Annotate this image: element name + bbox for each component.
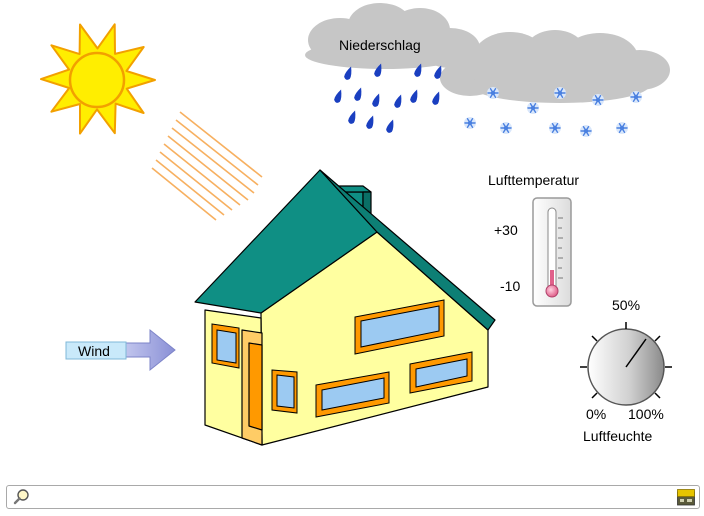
temperature-low-label: -10	[500, 278, 521, 294]
weather-house-scene: Niederschlag Wind Lufttemperatur +30 -10…	[40, 3, 672, 446]
house-windows	[211, 299, 473, 418]
wind-label: Wind	[78, 343, 110, 359]
sun-rays	[151, 111, 263, 221]
humidity-mid-label: 50%	[612, 297, 641, 313]
hygrometer-dial-icon	[580, 322, 672, 406]
wind-arrow-icon	[65, 328, 176, 372]
snow-cloud-icon	[440, 30, 670, 138]
thermometer-icon	[532, 197, 572, 307]
temperature-high-label: +30	[494, 222, 518, 238]
precipitation-label: Niederschlag	[339, 37, 421, 53]
humidity-min-label: 0%	[586, 406, 607, 422]
rain-cloud-icon	[305, 3, 480, 134]
humidity-label: Luftfeuchte	[583, 428, 653, 444]
logo-icon	[677, 489, 695, 506]
air-temperature-label: Lufttemperatur	[488, 172, 580, 188]
status-bar	[6, 485, 700, 509]
magnifier-icon[interactable]	[13, 488, 31, 506]
sun-icon	[40, 23, 156, 135]
humidity-max-label: 100%	[628, 406, 664, 422]
